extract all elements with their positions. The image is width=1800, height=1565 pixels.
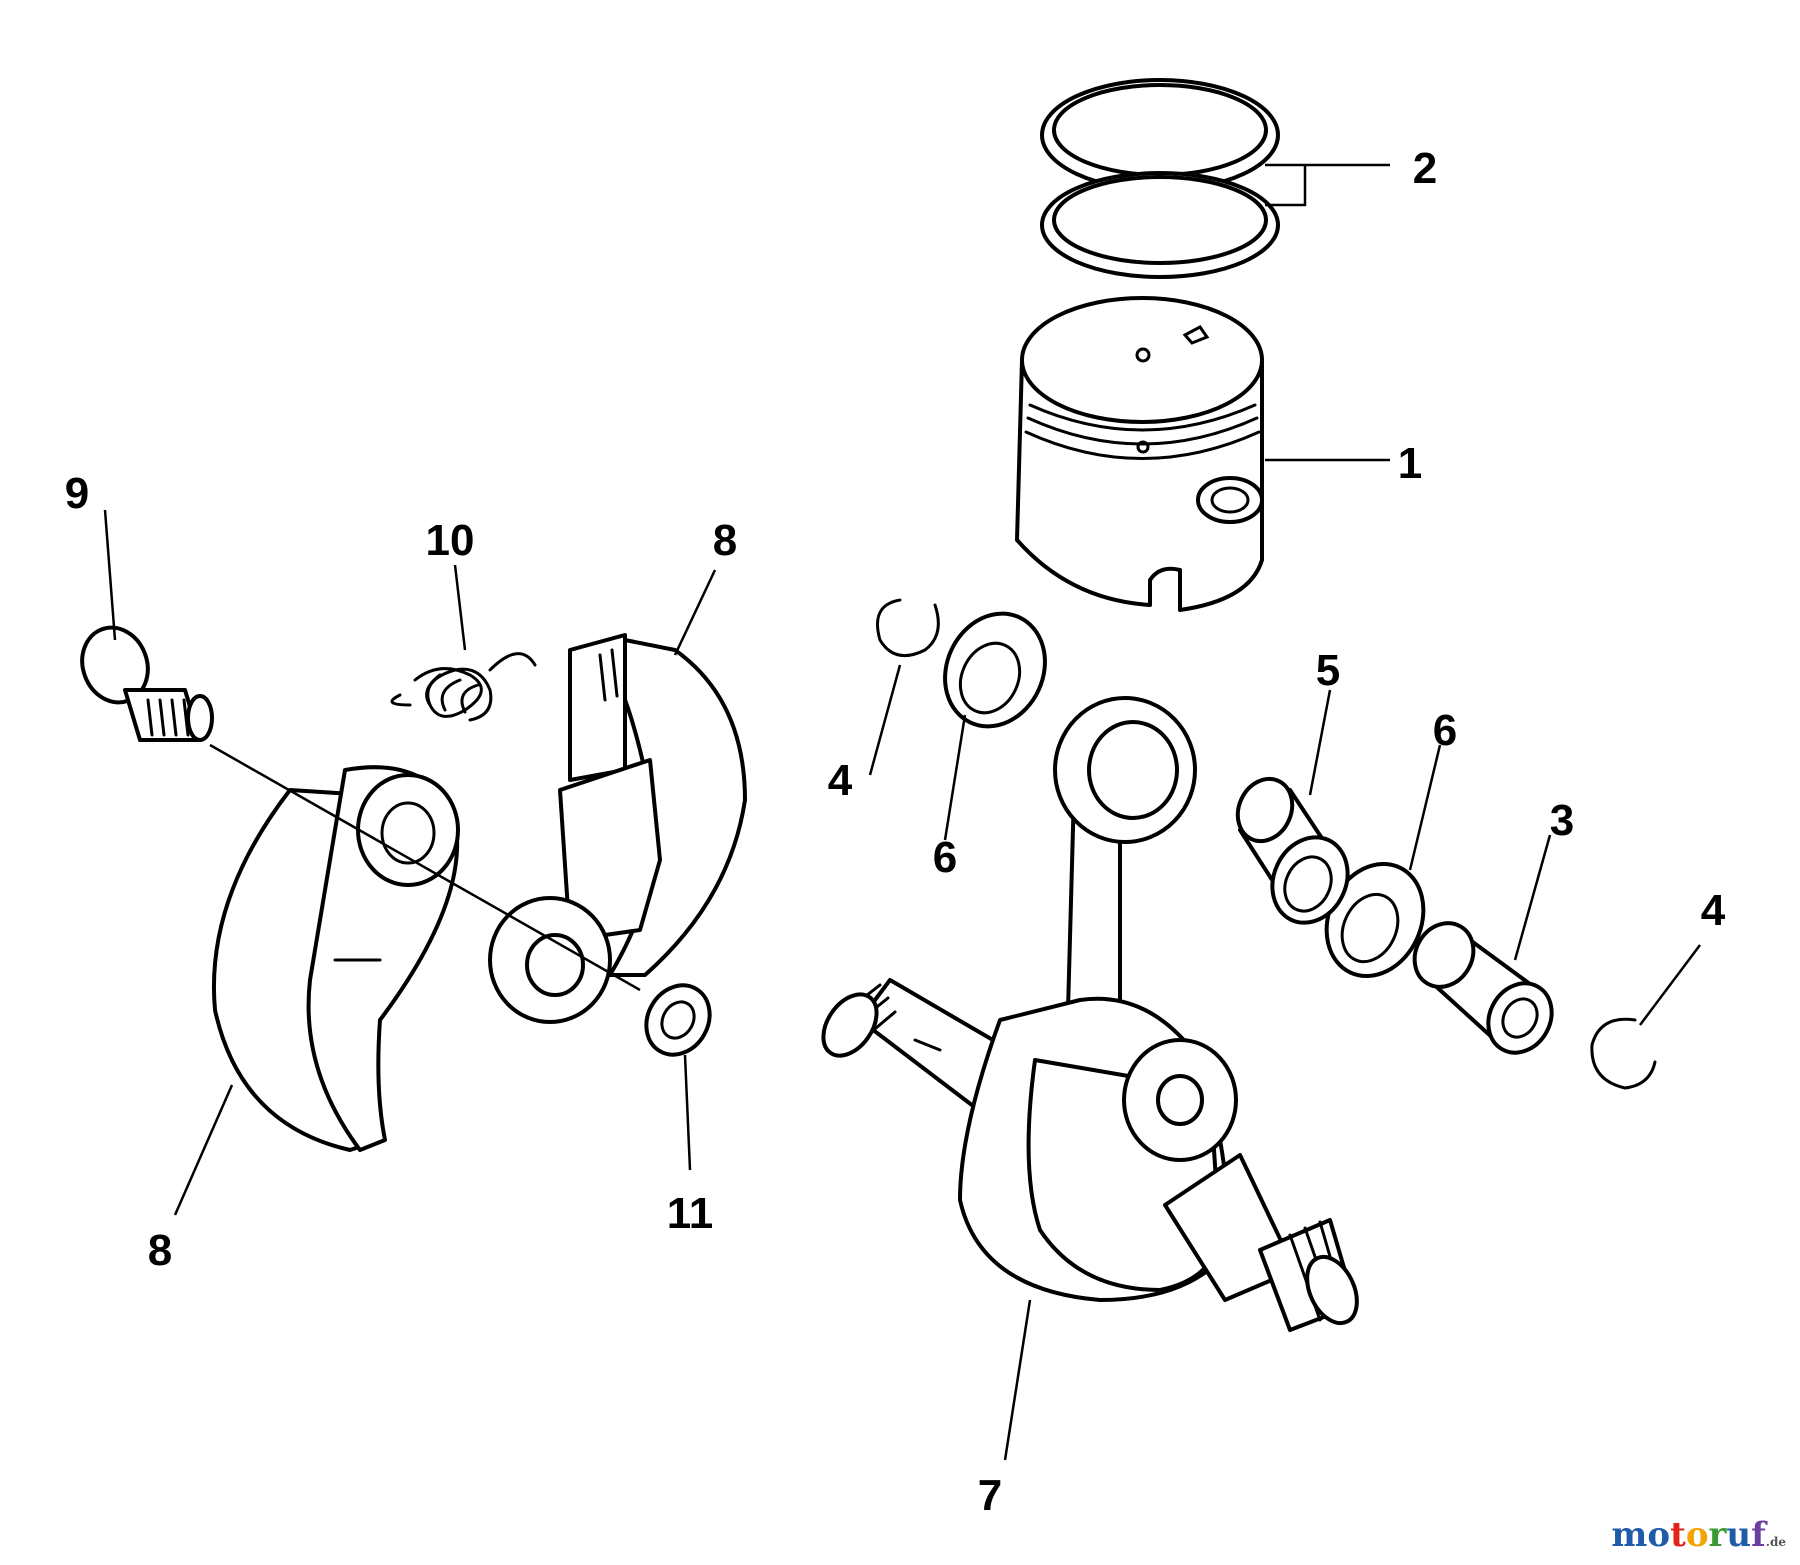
callout-3: 3: [1550, 796, 1574, 845]
needle-bearing: [1235, 776, 1350, 925]
shoulder-bolt: [80, 625, 214, 742]
piston-pin: [1412, 921, 1554, 1055]
callout-4-left: 4: [828, 756, 853, 805]
callout-11: 11: [667, 1189, 714, 1238]
watermark-letter: o: [1647, 1515, 1671, 1555]
assembly-axis-line: [209, 743, 641, 992]
callout-5: 5: [1316, 646, 1340, 695]
watermark-letter: m: [1611, 1515, 1648, 1555]
callout-7: 7: [978, 1471, 1002, 1520]
circlip-left: [876, 598, 940, 658]
callout-6-right: 6: [1433, 706, 1457, 755]
watermark-suffix: .de: [1765, 1535, 1786, 1549]
callout-4-right: 4: [1701, 886, 1726, 935]
piston-rings: [1040, 78, 1280, 279]
callout-8-left: 8: [148, 1226, 172, 1275]
watermark-letter: o: [1685, 1515, 1709, 1555]
callout-labels: 1 2 3 4 4 5 6 6 7 8 8 9 10 11: [65, 144, 1726, 1520]
watermark-letter: t: [1670, 1515, 1686, 1555]
clutch-shoe-right: [488, 633, 747, 1024]
watermark-logo: motoruf.de: [1611, 1515, 1786, 1555]
watermark-letter: u: [1726, 1515, 1752, 1555]
leader-lines: [103, 163, 1701, 1461]
callout-8-right: 8: [713, 516, 737, 565]
watermark-letter: r: [1708, 1515, 1727, 1555]
piston: [1015, 296, 1264, 612]
washer-left: [943, 611, 1047, 729]
callout-6-left: 6: [933, 833, 957, 882]
callout-10: 10: [426, 516, 475, 565]
clutch-shoe-left: [211, 765, 460, 1152]
clutch-spring: [390, 652, 537, 722]
callout-9: 9: [65, 469, 89, 518]
watermark-letter: f: [1751, 1515, 1766, 1555]
callout-1: 1: [1398, 439, 1422, 488]
clutch-washer: [644, 983, 712, 1057]
crankshaft-assembly: [821, 696, 1359, 1332]
callout-2: 2: [1413, 144, 1437, 193]
circlip-right: [1590, 1017, 1657, 1090]
